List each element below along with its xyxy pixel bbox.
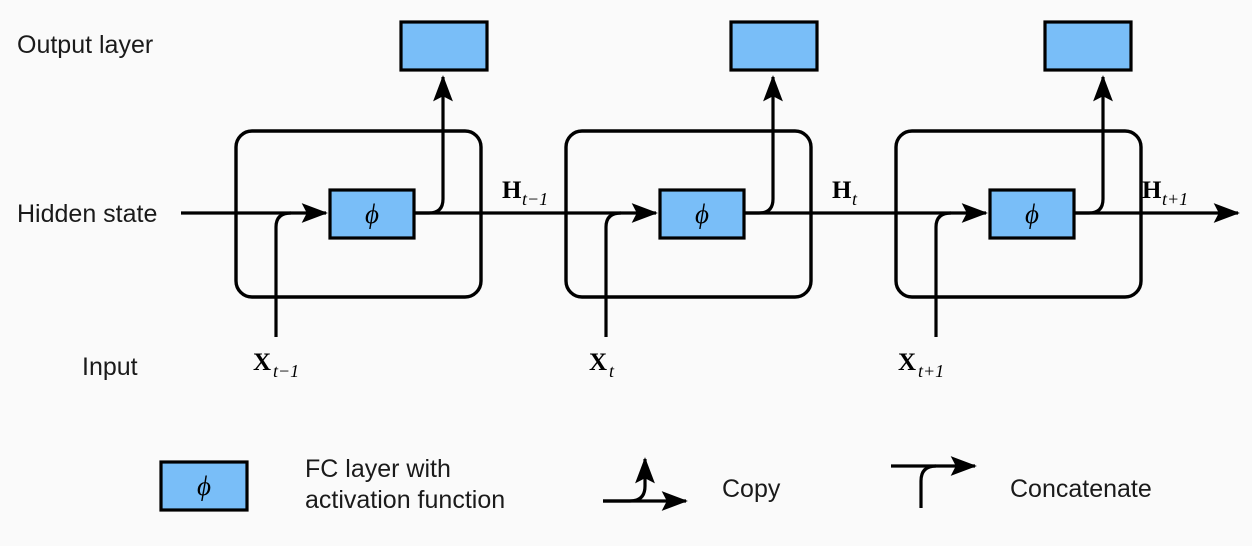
hidden-state-label-1: H t [832, 177, 858, 209]
output-layer-box-2 [1043, 20, 1133, 72]
output-layer-box-0 [399, 20, 489, 72]
copy-branch-1 [744, 75, 783, 215]
legend: ϕ FC layer with activation function Copy… [159, 455, 1152, 514]
cell-boundary-1 [564, 129, 813, 299]
fc-layer-box-1 [658, 188, 746, 240]
legend-fc-label-line1: FC layer with [305, 455, 451, 483]
timestep-cell-t-minus-1: ϕ H t−1 X t−1 [234, 20, 548, 381]
fc-layer-box-0 [328, 188, 416, 240]
legend-fc-box [159, 460, 249, 512]
timestep-cell-t: ϕ H t X t [564, 20, 858, 381]
input-var-1: X [589, 349, 607, 376]
hidden-state-var-2: H [1142, 177, 1162, 204]
hidden-state-sub-0: t−1 [522, 189, 548, 209]
input-wire-2 [934, 211, 952, 337]
input-label-1: X t [589, 349, 615, 381]
row-label-hidden-state: Hidden state [17, 200, 157, 228]
hidden-state-var-1: H [832, 177, 852, 204]
output-layer-box-1 [729, 20, 819, 72]
input-var-2: X [898, 349, 916, 376]
input-wire-0 [274, 211, 292, 337]
hidden-state-label-2: H t+1 [1142, 177, 1188, 209]
cell-boundary-0 [234, 129, 483, 299]
legend-item-concatenate: Concatenate [891, 456, 1152, 508]
timestep-cell-t-plus-1: ϕ H t+1 X t+1 [894, 20, 1188, 381]
input-var-0: X [253, 349, 271, 376]
legend-item-copy: Copy [603, 457, 781, 511]
legend-concat-label: Concatenate [1010, 475, 1152, 503]
hidden-state-label-0: H t−1 [502, 177, 548, 209]
legend-item-fc-layer: ϕ FC layer with activation function [159, 455, 505, 514]
hidden-state-sub-1: t [852, 189, 858, 209]
fc-layer-symbol-0: ϕ [365, 199, 379, 229]
legend-fc-label-line2: activation function [305, 486, 505, 514]
input-label-2: X t+1 [898, 349, 944, 381]
legend-copy-branch-wire [603, 457, 655, 503]
copy-branch-2 [1074, 75, 1113, 215]
input-wire-1 [604, 211, 622, 337]
fc-layer-symbol-1: ϕ [695, 199, 709, 229]
fc-layer-box-2 [988, 188, 1076, 240]
legend-copy-label: Copy [722, 475, 781, 503]
fc-layer-symbol-2: ϕ [1025, 199, 1039, 229]
legend-fc-symbol: ϕ [197, 471, 211, 501]
copy-branch-0 [414, 75, 453, 215]
input-sub-0: t−1 [273, 361, 299, 381]
row-label-input: Input [82, 353, 138, 381]
input-sub-1: t [609, 361, 615, 381]
cell-boundary-2 [894, 129, 1143, 299]
hidden-state-var-0: H [502, 177, 522, 204]
input-sub-2: t+1 [918, 361, 944, 381]
legend-concat-join-wire [919, 464, 937, 508]
row-label-output-layer: Output layer [17, 31, 153, 59]
hidden-state-sub-2: t+1 [1162, 189, 1188, 209]
input-label-0: X t−1 [253, 349, 299, 381]
